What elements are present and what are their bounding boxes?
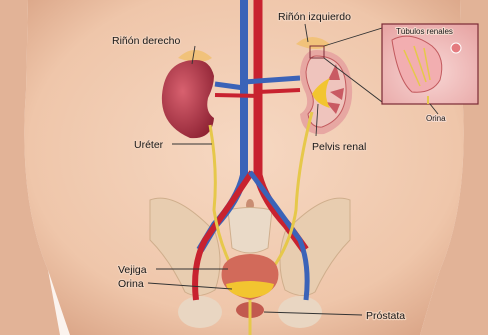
- label-urine: Orina: [118, 278, 144, 290]
- label-ureter: Uréter: [134, 139, 164, 151]
- right-renal-artery: [258, 90, 300, 92]
- inset-glomerulus: [451, 43, 461, 53]
- label-right-kidney: Riñón izquierdo: [278, 11, 351, 23]
- sacrum: [228, 208, 272, 254]
- left-renal-artery: [215, 95, 258, 96]
- label-tubules: Túbulos renales: [396, 27, 453, 36]
- left-femur-head: [178, 296, 222, 328]
- label-left-kidney: Riñón derecho: [112, 35, 180, 47]
- label-renal-pelvis: Pelvis renal: [312, 141, 366, 153]
- label-inset-urine: Orina: [426, 114, 446, 123]
- label-bladder: Vejiga: [118, 264, 147, 276]
- label-prostate: Próstata: [366, 310, 405, 322]
- right-femur-head: [278, 296, 322, 328]
